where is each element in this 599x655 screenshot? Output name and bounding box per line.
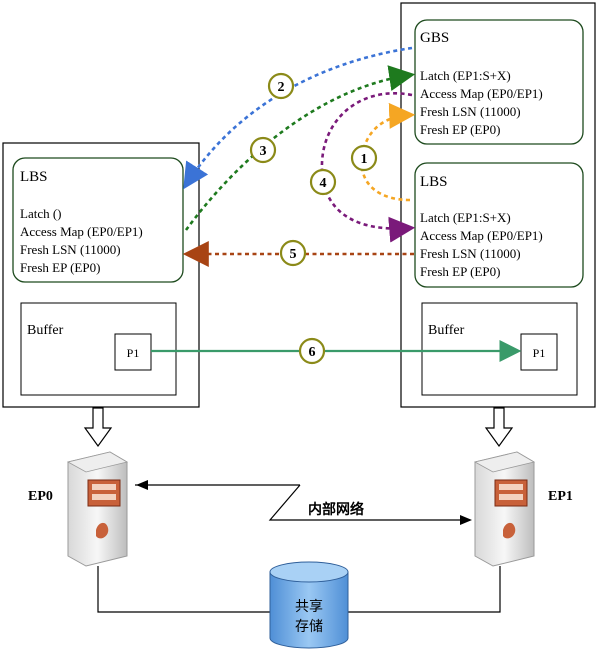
network-arrow-left — [136, 480, 148, 490]
left-buffer-box — [20, 302, 177, 396]
left-down-arrow-icon — [83, 407, 113, 448]
step-number: 3 — [260, 144, 267, 159]
left-lbs-line: Latch () — [20, 206, 62, 221]
step-marker-1: 1 — [350, 144, 378, 172]
storage-label-line1: 共享 — [295, 598, 323, 614]
gbs-title: GBS — [420, 30, 449, 46]
step-marker-3: 3 — [249, 136, 277, 164]
right-lbs-line: Fresh EP (EP0) — [420, 264, 500, 279]
right-lbs-title: LBS — [420, 174, 448, 190]
step-number: 5 — [290, 247, 297, 262]
ep0-label: EP0 — [28, 489, 53, 504]
left-server-icon — [66, 451, 129, 567]
storage-label-line2: 存储 — [295, 618, 323, 634]
left-lbs-line: Fresh LSN (11000) — [20, 242, 121, 257]
left-lbs-title: LBS — [20, 169, 48, 185]
left-buffer-title: Buffer — [27, 323, 64, 338]
step-marker-2: 2 — [267, 72, 295, 100]
gbs-line: Fresh LSN (11000) — [420, 104, 521, 119]
network-arrow-right — [460, 515, 472, 525]
right-lbs-line: Access Map (EP0/EP1) — [420, 228, 543, 243]
left-lbs-line: Access Map (EP0/EP1) — [20, 224, 143, 239]
left-page-label: P1 — [127, 346, 140, 360]
right-page-box — [520, 333, 558, 371]
shared-storage-icon — [269, 561, 349, 649]
storage-connector — [97, 566, 501, 613]
ep1-label: EP1 — [548, 489, 573, 504]
step-number: 6 — [309, 345, 316, 360]
left-page-box — [114, 333, 152, 371]
right-lbs-line: Latch (EP1:S+X) — [420, 210, 511, 225]
gbs-line: Fresh EP (EP0) — [420, 122, 500, 137]
gbs-line: Access Map (EP0/EP1) — [420, 86, 543, 101]
step-number: 1 — [361, 152, 368, 167]
left-lbs-box — [12, 157, 184, 283]
network-link — [135, 484, 470, 521]
gbs-line: Latch (EP1:S+X) — [420, 68, 511, 83]
right-server-icon — [473, 451, 536, 567]
step-marker-5: 5 — [279, 239, 307, 267]
step3-arrow — [184, 65, 416, 231]
right-buffer-title: Buffer — [428, 323, 465, 338]
step-marker-6: 6 — [298, 337, 326, 365]
step2-arrow — [183, 46, 413, 190]
step-number: 4 — [320, 176, 327, 191]
network-label: 内部网络 — [308, 501, 364, 517]
right-page-label: P1 — [533, 346, 546, 360]
right-lbs-line: Fresh LSN (11000) — [420, 246, 521, 261]
step-number: 2 — [278, 80, 285, 95]
step-marker-4: 4 — [309, 168, 337, 196]
left-lbs-line: Fresh EP (EP0) — [20, 260, 100, 275]
right-down-arrow-icon — [484, 407, 514, 448]
